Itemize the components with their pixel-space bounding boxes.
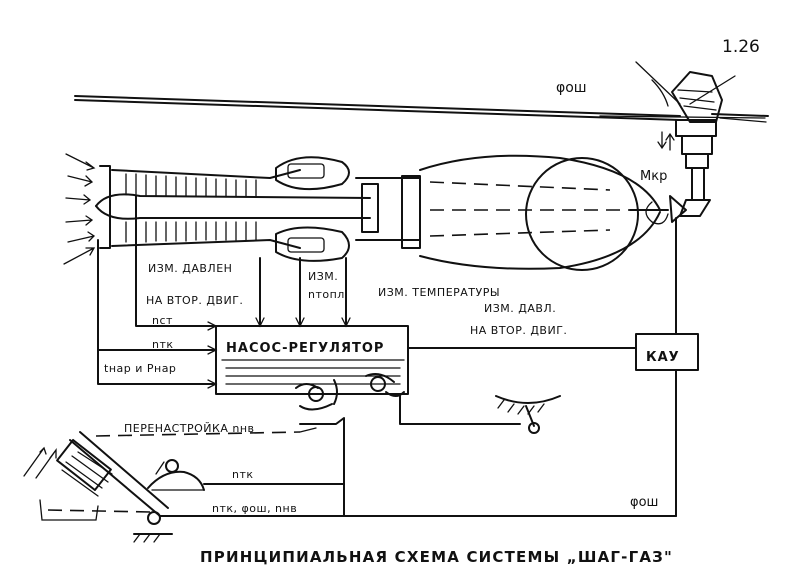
diagram-caption: ПРИНЦИПИАЛЬНАЯ СХЕМА СИСТЕМЫ „ШАГ-ГАЗ": [200, 548, 673, 566]
label-perenastroyka: ПЕРЕНАСТРОЙКА nнв: [124, 422, 255, 435]
reference-pivot: [495, 395, 561, 434]
throttle-control: [147, 459, 345, 491]
sensor-lines: [97, 195, 347, 385]
label-na-vtor-dvig: НА ВТОР. ДВИГ.: [146, 294, 243, 307]
label-phi-osh-bottom: φош: [630, 495, 658, 510]
label-izm-davlen: ИЗМ. ДАВЛЕН: [148, 262, 232, 275]
label-phi-osh-top: φош: [556, 80, 587, 96]
label-n-tk-phi-nv: nтк, φош, nнв: [212, 502, 297, 515]
figure-number: 1.26: [722, 37, 760, 57]
pump-regulator-block: [215, 325, 409, 395]
label-pump-regulator: НАСОС-РЕГУЛЯТОР: [226, 341, 384, 356]
torque-arrow: [645, 201, 669, 225]
label-n-tk-mid: nтк: [232, 468, 254, 481]
rotor-hub: [669, 71, 723, 223]
label-n-tk-left: nтк: [152, 338, 174, 351]
label-izm: ИЗМ.: [308, 270, 338, 283]
pitch-angle-indicator: [635, 61, 736, 107]
label-na-vtor-dvig-right: НА ВТОР. ДВИГ.: [470, 324, 567, 337]
label-m-kr: Мкр: [640, 169, 667, 184]
label-izm-davl: ИЗМ. ДАВЛ.: [484, 302, 556, 315]
collective-pitch-lever: [23, 431, 173, 543]
label-n-topl: nтопл: [308, 288, 345, 301]
label-n-st: nст: [152, 314, 173, 327]
air-intake-arrows: [63, 153, 96, 265]
turboshaft-engine: [95, 154, 669, 271]
label-t-nar-p-nar: tнар и Рнар: [104, 362, 176, 375]
label-izm-temperatury: ИЗМ. ТЕМПЕРАТУРЫ: [378, 286, 500, 299]
kau-block: [635, 217, 699, 517]
main-rotor-blade: [74, 95, 769, 123]
regulator-levers: [295, 373, 521, 425]
label-kau: КАУ: [646, 350, 680, 365]
